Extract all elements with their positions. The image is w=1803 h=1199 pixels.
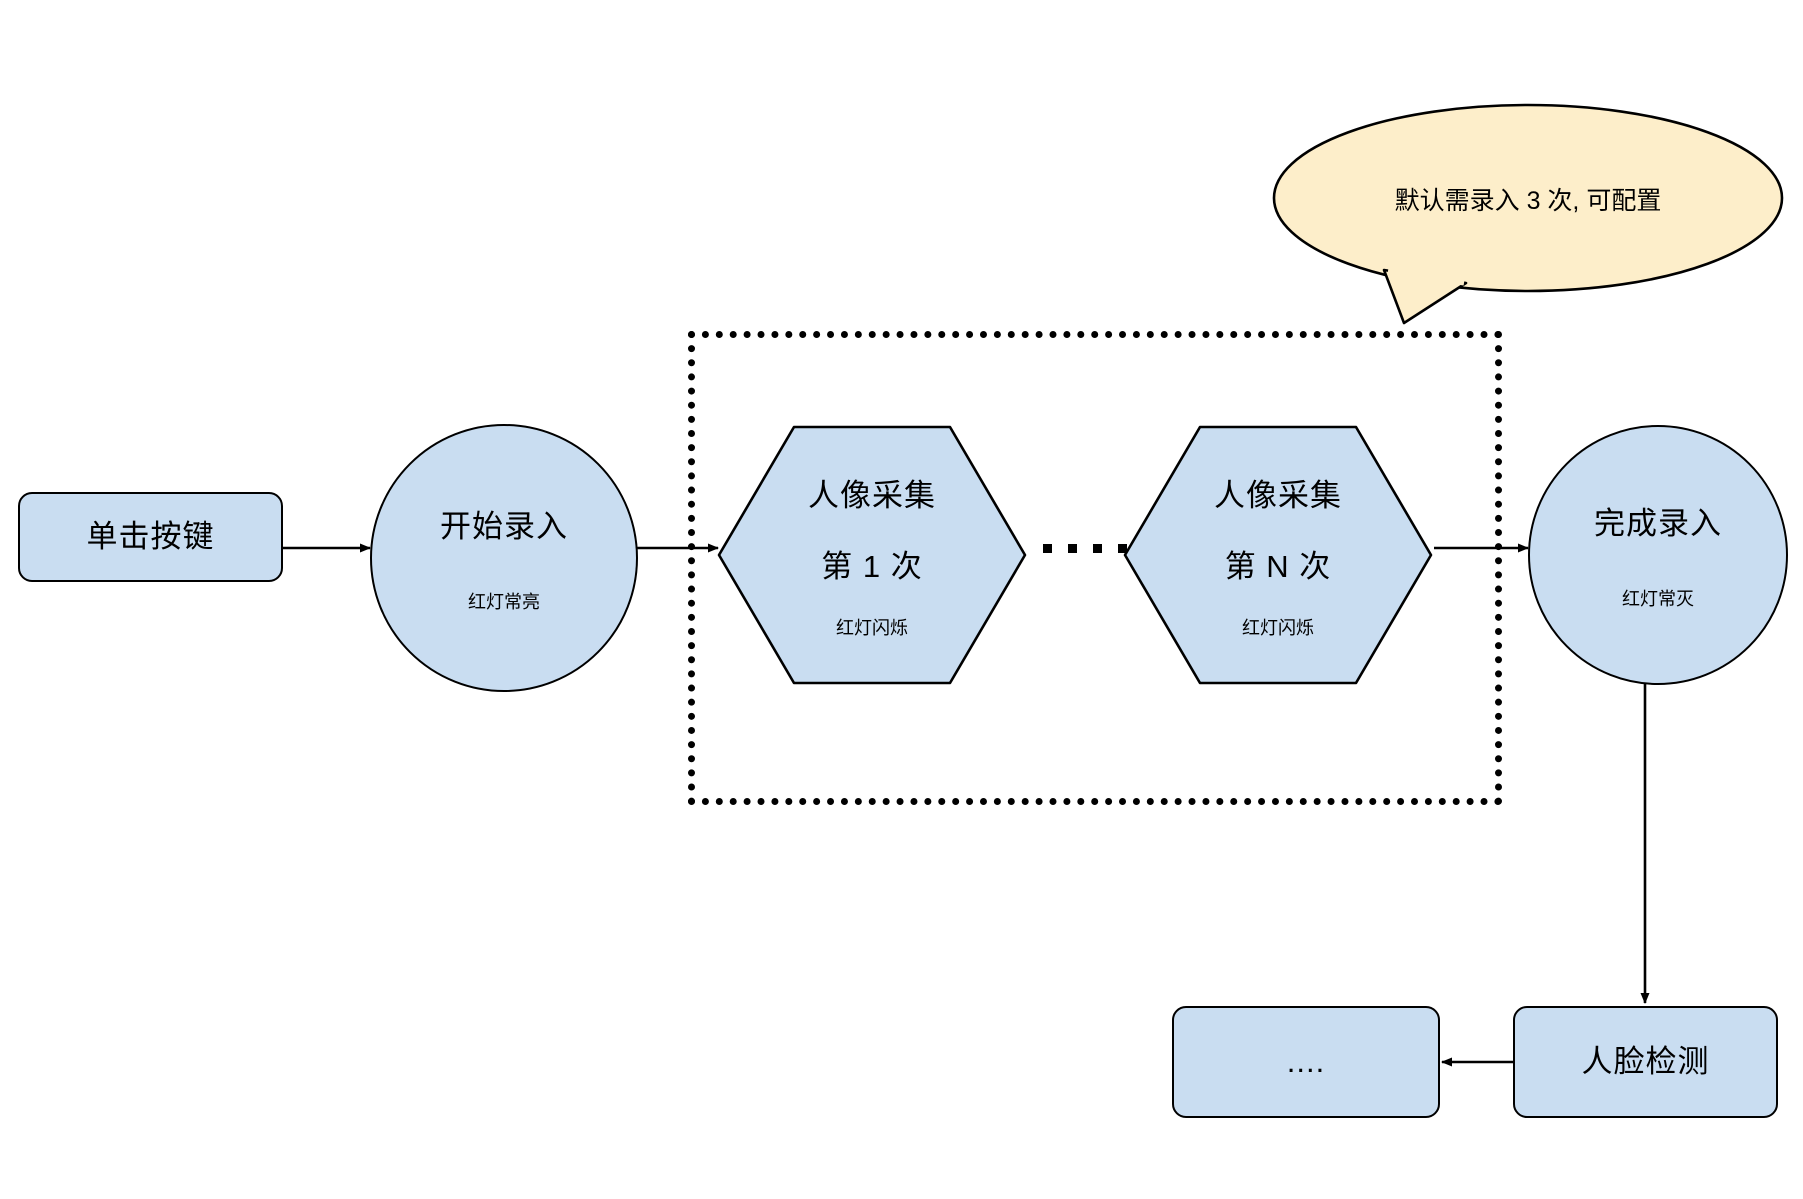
node-start-enroll[interactable]: 开始录入 红灯常亮	[370, 424, 638, 692]
ellipsis-dot	[1118, 544, 1127, 553]
node-start-enroll-label: 开始录入	[440, 508, 568, 544]
node-click-key[interactable]: 单击按键	[18, 492, 283, 582]
callout-ellipse	[1272, 103, 1784, 293]
node-capture-nth[interactable]: 人像采集 第 N 次 红灯闪烁	[1122, 424, 1434, 686]
node-capture-first-line1: 人像采集	[808, 478, 936, 513]
ellipsis-dot	[1043, 544, 1052, 553]
node-capture-first-line2: 第 1 次	[821, 549, 923, 584]
node-capture-nth-line2: 第 N 次	[1224, 549, 1332, 584]
callout-text: 默认需录入 3 次, 可配置	[1394, 187, 1662, 215]
hexagon-shape	[1123, 425, 1433, 685]
capture-sequence-ellipsis	[1043, 544, 1127, 553]
node-finish-enroll[interactable]: 完成录入 红灯常灭	[1528, 425, 1788, 685]
capture-loop-group	[688, 331, 1502, 805]
node-face-detect[interactable]: 人脸检测	[1513, 1006, 1778, 1118]
node-capture-nth-sublabel: 红灯闪烁	[1242, 618, 1314, 638]
node-capture-first[interactable]: 人像采集 第 1 次 红灯闪烁	[716, 424, 1028, 686]
node-more-steps-label: ....	[1286, 1044, 1326, 1080]
node-capture-first-sublabel: 红灯闪烁	[836, 618, 908, 638]
hexagon-shape	[717, 425, 1027, 685]
node-capture-nth-line1: 人像采集	[1214, 478, 1342, 513]
node-click-key-label: 单击按键	[86, 519, 215, 555]
ellipsis-dot	[1093, 544, 1102, 553]
ellipsis-dot	[1068, 544, 1077, 553]
node-face-detect-label: 人脸检测	[1581, 1044, 1710, 1080]
callout-bubble: 默认需录入 3 次, 可配置	[1268, 95, 1788, 325]
node-more-steps[interactable]: ....	[1172, 1006, 1440, 1118]
node-finish-enroll-label: 完成录入	[1594, 505, 1722, 541]
node-finish-enroll-sublabel: 红灯常灭	[1622, 589, 1694, 610]
node-start-enroll-sublabel: 红灯常亮	[468, 592, 540, 613]
